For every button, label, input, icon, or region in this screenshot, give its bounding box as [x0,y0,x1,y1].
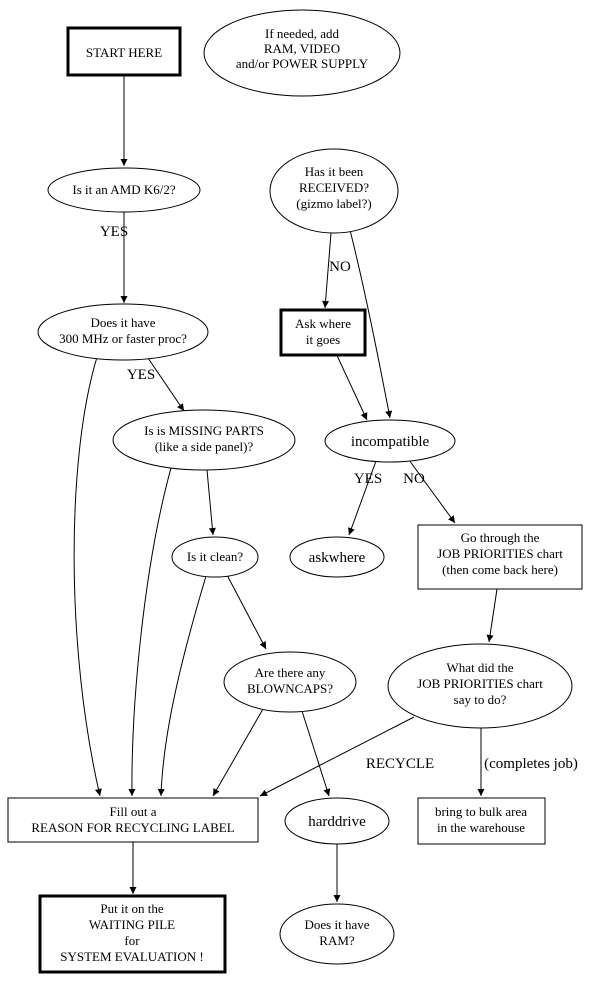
node-if-needed: If needed, add RAM, VIDEO and/or POWER S… [203,9,401,97]
node-incompatible-label: incompatible [351,434,430,450]
node-missing-parts: Is is MISSING PARTS (like a side panel)? [112,409,296,471]
edge-missingparts-to-clean [206,469,216,536]
node-bulk-area-line1: bring to bulk area [435,804,527,819]
node-askwhere: askwhere [289,536,385,578]
node-amd: Is it an AMD K6/2? [47,167,201,213]
node-received-ellipse [269,148,399,234]
node-blowncaps: Are there any BLOWNCAPS? [223,651,357,713]
node-ask-where-box [279,308,367,357]
node-amd-ellipse [47,167,201,213]
node-mhz: Does it have 300 MHz or faster proc? [37,303,209,361]
node-clean-ellipse [171,536,259,578]
node-bulk-area-line2: in the warehouse [437,820,525,835]
edge-received-to-incompatible [349,229,393,419]
node-missing-parts-ellipse [112,409,296,471]
node-clean: Is it clean? [171,536,259,578]
node-waiting-pile-line2: WAITING PILE [89,917,175,932]
node-start-box [66,26,182,77]
node-ram-ellipse [279,903,395,965]
edge-label-incompatible-no: NO [403,471,425,487]
node-what-did-line2: JOB PRIORITIES chart [417,676,543,691]
node-blowncaps-ellipse [223,651,357,713]
node-ram-line1: Does it have [305,917,370,932]
node-bulk-area: bring to bulk area in the warehouse [417,797,546,845]
node-fill-out-box [7,797,259,843]
node-ram: Does it have RAM? [279,903,395,965]
node-job-chart: Go through the JOB PRIORITIES chart (the… [417,524,583,590]
node-what-did-line3: say to do? [454,692,507,707]
node-ram-line2: RAM? [319,933,355,948]
node-waiting-pile-line1: Put it on the [100,901,163,916]
node-waiting-pile-line4: SYSTEM EVALUATION ! [60,949,203,964]
node-askwhere-label: askwhere [309,550,366,566]
node-ask-where: Ask where it goes [279,308,367,357]
node-if-needed-line1: If needed, add [265,26,339,41]
node-incompatible-ellipse [324,419,456,463]
node-job-chart-line1: Go through the [461,530,540,545]
node-start: START HERE [66,26,182,77]
edge-label-received-no: NO [329,259,351,275]
node-received-line1: Has it been [305,164,364,179]
node-if-needed-ellipse [203,9,401,97]
edge-label-mhz-yes: YES [127,367,155,383]
edges [73,75,498,902]
node-waiting-pile: Put it on the WAITING PILE for SYSTEM EV… [38,894,227,974]
node-fill-out-line2: REASON FOR RECYCLING LABEL [31,820,234,835]
node-blowncaps-line2: BLOWNCAPS? [247,681,333,696]
edge-labels: YES NO YES YES NO RECYCLE (completes job… [100,224,578,772]
node-harddrive-label: harddrive [308,814,366,830]
edge-mhz-to-fillout [73,356,102,797]
edge-label-recycle: RECYCLE [366,756,434,772]
node-waiting-pile-line3: for [124,933,140,948]
node-clean-label: Is it clean? [187,549,244,564]
edge-clean-to-fillout [157,575,207,797]
edge-incompatible-to-jobchart [408,459,456,524]
node-job-chart-box [417,524,583,590]
node-what-did-ellipse [387,643,573,729]
edge-label-completes-job: (completes job) [484,756,578,772]
node-what-did: What did the JOB PRIORITIES chart say to… [387,643,573,729]
edge-blowncaps-to-fillout [212,708,264,797]
node-fill-out: Fill out a REASON FOR RECYCLING LABEL [7,797,259,843]
edge-missingparts-to-fillout [128,467,172,797]
node-mhz-line1: Does it have [91,315,156,330]
node-waiting-pile-box [38,894,227,974]
edge-mhz-to-missingparts [147,357,185,412]
edge-blowncaps-to-harddrive [301,710,331,797]
node-blowncaps-line1: Are there any [255,665,326,680]
node-harddrive: harddrive [284,797,390,845]
node-fill-out-line1: Fill out a [110,804,157,819]
node-if-needed-line3: and/or POWER SUPPLY [236,56,369,71]
edge-clean-to-blowncaps [226,574,267,650]
node-mhz-ellipse [37,303,209,361]
edge-label-amd-yes: YES [100,224,128,240]
node-bulk-area-box [417,797,546,845]
node-received-line2: RECEIVED? [299,180,369,195]
node-mhz-line2: 300 MHz or faster proc? [59,331,187,346]
node-start-label: START HERE [86,45,162,60]
node-askwhere-ellipse [289,536,385,578]
node-what-did-line1: What did the [446,660,513,675]
node-if-needed-line2: RAM, VIDEO [264,41,340,56]
node-harddrive-ellipse [284,797,390,845]
node-ask-where-line1: Ask where [295,316,351,331]
edge-jobchart-to-whatdid [486,588,498,643]
edge-whatdid-to-fillout [259,716,415,797]
node-incompatible: incompatible [324,419,456,463]
node-received: Has it been RECEIVED? (gizmo label?) [269,148,399,234]
edge-received-to-askwherebox [322,232,332,309]
node-job-chart-line2: JOB PRIORITIES chart [437,546,563,561]
node-received-line3: (gizmo label?) [296,196,371,211]
edge-label-incompatible-yes: YES [354,471,382,487]
node-missing-parts-line1: Is is MISSING PARTS [144,423,264,438]
node-job-chart-line3: (then come back here) [442,562,558,577]
edge-incompatible-to-askwhere [348,460,377,536]
edge-askwherebox-to-incompatible [336,355,368,421]
node-missing-parts-line2: (like a side panel)? [155,439,254,454]
node-ask-where-line2: it goes [306,332,340,347]
node-amd-label: Is it an AMD K6/2? [72,182,176,197]
